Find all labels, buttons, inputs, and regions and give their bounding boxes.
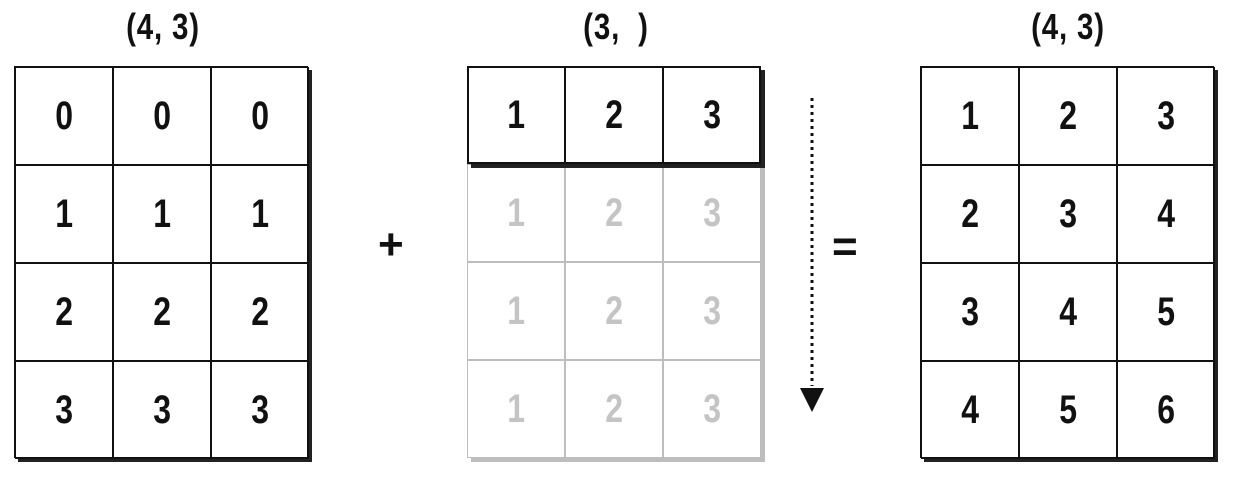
dotted-down-arrow-icon bbox=[800, 98, 824, 412]
matrix-cell: 3 bbox=[921, 263, 1019, 361]
broadcast-cell: 2 bbox=[565, 262, 663, 360]
matrix-cell: 6 bbox=[1117, 361, 1215, 459]
matrix-cell: 5 bbox=[1117, 263, 1215, 361]
result-matrix: 1 2 3 2 3 4 3 4 5 4 5 6 bbox=[920, 66, 1215, 459]
broadcast-cell: 1 bbox=[467, 164, 565, 262]
matrix-cell: 4 bbox=[1117, 165, 1215, 263]
middle-matrix: 1 2 3 1 2 3 1 2 3 1 2 3 bbox=[467, 66, 761, 458]
broadcast-cell: 3 bbox=[663, 360, 761, 458]
matrix-cell: 0 bbox=[113, 67, 211, 165]
broadcast-cell: 3 bbox=[663, 164, 761, 262]
matrix-cell: 2 bbox=[1019, 67, 1117, 165]
middle-matrix-shape-label: (3, ) bbox=[583, 6, 649, 47]
matrix-cell: 3 bbox=[1117, 67, 1215, 165]
matrix-cell: 5 bbox=[1019, 361, 1117, 459]
matrix-cell: 3 bbox=[15, 361, 113, 459]
matrix-cell: 1 bbox=[15, 165, 113, 263]
matrix-cell: 3 bbox=[211, 361, 309, 459]
broadcast-cell: 1 bbox=[467, 360, 565, 458]
matrix-cell: 2 bbox=[211, 263, 309, 361]
matrix-cell: 1 bbox=[211, 165, 309, 263]
broadcast-cell: 3 bbox=[663, 262, 761, 360]
matrix-cell: 3 bbox=[663, 66, 761, 164]
matrix-cell: 2 bbox=[113, 263, 211, 361]
matrix-cell: 4 bbox=[921, 361, 1019, 459]
left-matrix: 0 0 0 1 1 1 2 2 2 3 3 3 bbox=[14, 66, 309, 459]
broadcast-cell: 1 bbox=[467, 262, 565, 360]
plus-operator: + bbox=[378, 220, 404, 269]
result-matrix-shape-label: (4, 3) bbox=[1031, 6, 1105, 47]
broadcast-cell: 2 bbox=[565, 164, 663, 262]
matrix-cell: 1 bbox=[921, 67, 1019, 165]
matrix-cell: 2 bbox=[15, 263, 113, 361]
matrix-cell: 0 bbox=[15, 67, 113, 165]
matrix-cell: 1 bbox=[467, 66, 565, 164]
equals-operator: = bbox=[832, 222, 858, 271]
matrix-cell: 0 bbox=[211, 67, 309, 165]
matrix-cell: 4 bbox=[1019, 263, 1117, 361]
matrix-cell: 2 bbox=[921, 165, 1019, 263]
matrix-cell: 3 bbox=[1019, 165, 1117, 263]
broadcast-cell: 2 bbox=[565, 360, 663, 458]
left-matrix-shape-label: (4, 3) bbox=[126, 6, 200, 47]
matrix-cell: 2 bbox=[565, 66, 663, 164]
matrix-cell: 3 bbox=[113, 361, 211, 459]
matrix-cell: 1 bbox=[113, 165, 211, 263]
